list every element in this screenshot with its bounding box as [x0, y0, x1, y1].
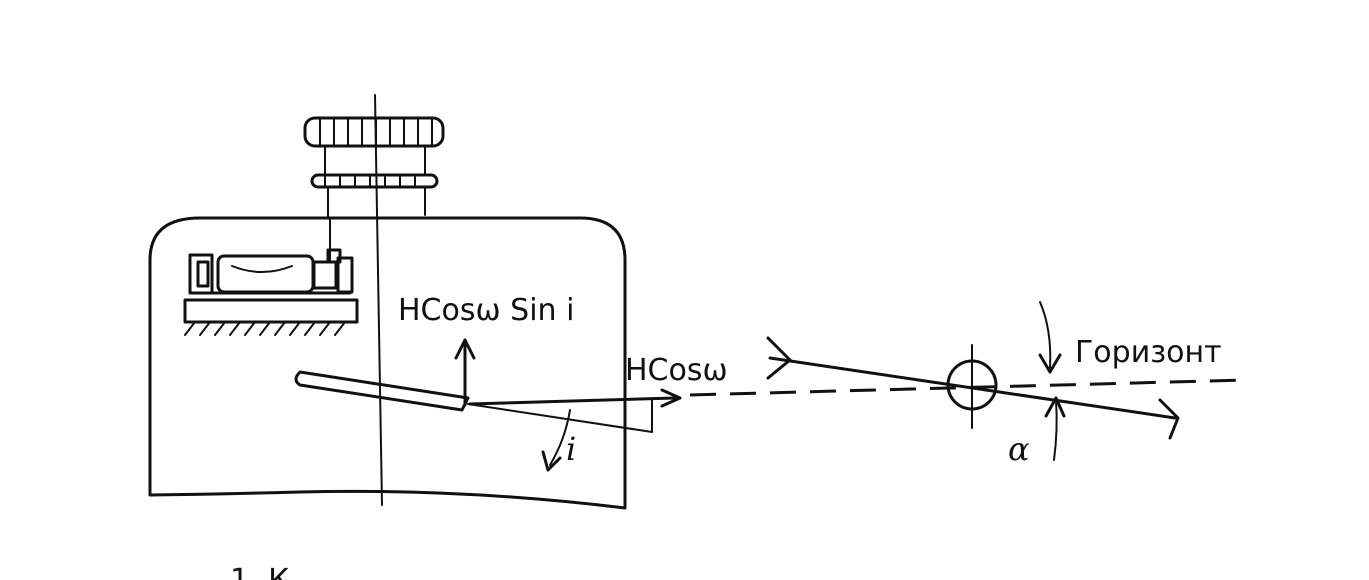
level-vial — [183, 217, 359, 336]
compass-housing — [148, 216, 627, 510]
angle-i-arrow — [541, 409, 571, 472]
angle-i-label: i — [566, 430, 576, 468]
vertical-axis — [374, 94, 383, 506]
horizon-line — [689, 378, 1246, 397]
angle-alpha-arrows — [1038, 301, 1066, 461]
lens-circle — [946, 344, 998, 429]
inclined-field-line — [467, 403, 653, 433]
magnetic-needle — [294, 370, 470, 412]
angle-alpha-label: α — [1008, 430, 1030, 468]
vertical-component-arrow — [454, 338, 476, 407]
caption-fragment: 1. К — [230, 563, 289, 580]
horizontal-component-label: HCosω — [625, 353, 728, 388]
adjustment-knob — [303, 116, 445, 219]
vertical-component-label: HCosω Sin i — [398, 293, 574, 328]
horizon-label: Горизонт — [1075, 335, 1222, 370]
